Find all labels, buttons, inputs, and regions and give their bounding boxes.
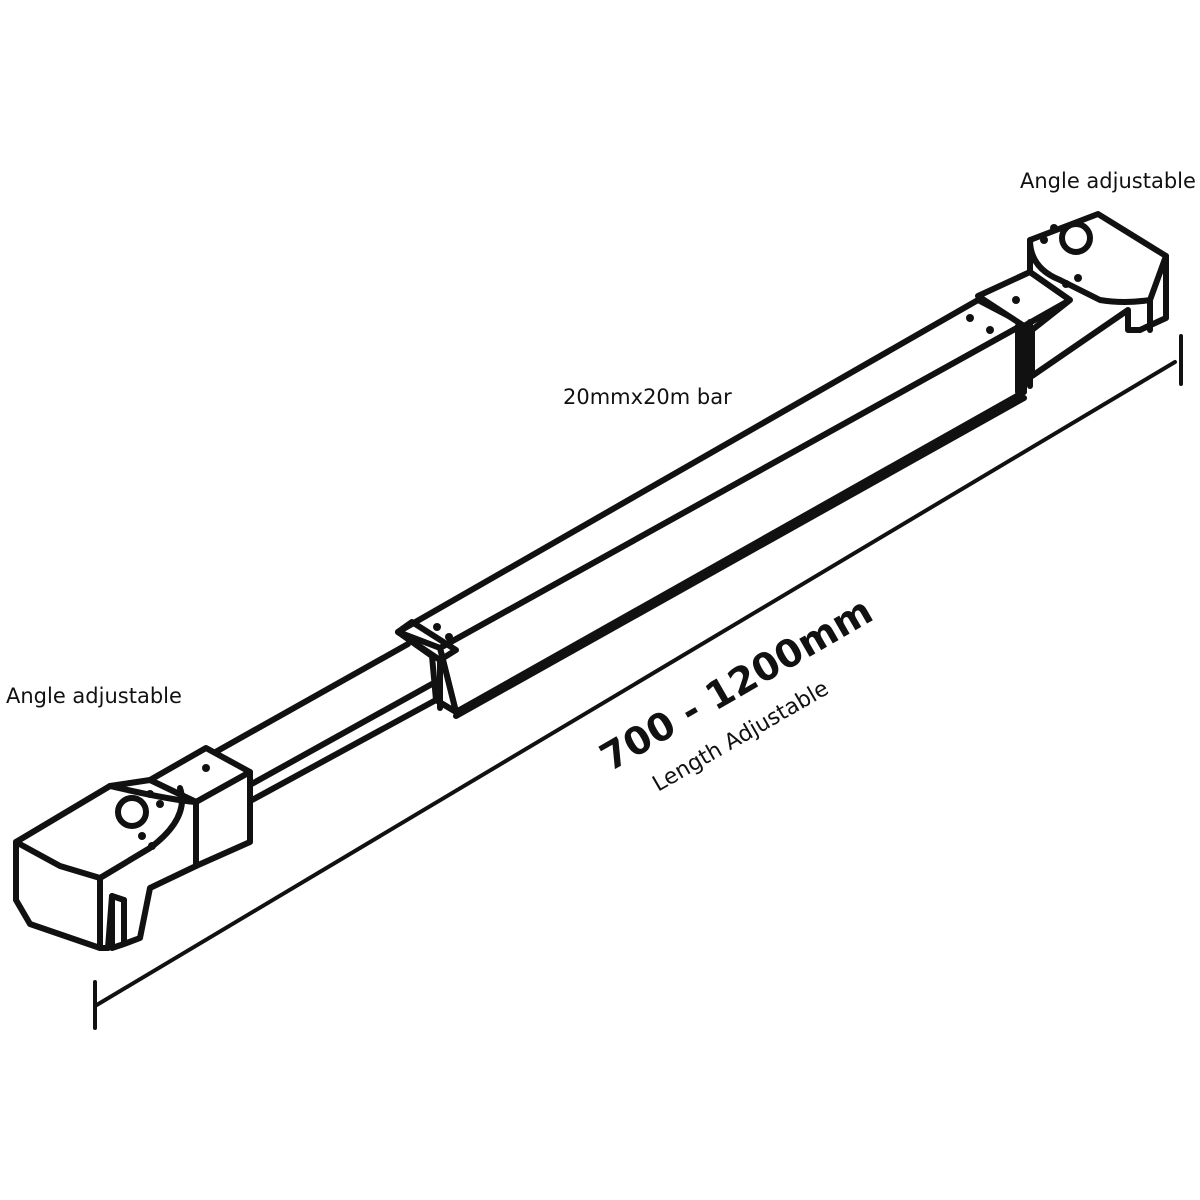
inner-rod bbox=[209, 641, 439, 803]
left-bracket bbox=[13, 777, 199, 951]
angle-adjustable-label-left: Angle adjustable bbox=[6, 684, 182, 708]
bar-size-label: 20mmx20m bar bbox=[563, 385, 732, 409]
right-bracket bbox=[1027, 211, 1169, 379]
length-dimension-line bbox=[93, 334, 1183, 1030]
angle-adjustable-label-right: Angle adjustable bbox=[1020, 169, 1196, 193]
middle-sleeve bbox=[395, 619, 459, 711]
